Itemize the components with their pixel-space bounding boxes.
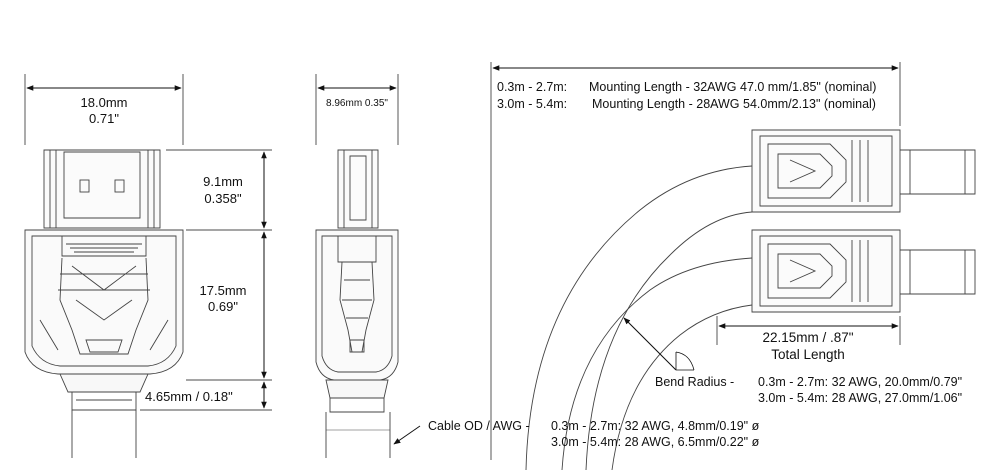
mounting-text-1: Mounting Length - 32AWG 47.0 mm/1.85" (n… bbox=[589, 80, 877, 94]
front-view-connector bbox=[24, 149, 184, 458]
cable-od-row-1: 0.3m - 2.7m: 32 AWG, 4.8mm/0.19" ø bbox=[551, 419, 760, 433]
cable-od-row-2: 3.0m - 5.4m: 28 AWG, 6.5mm/0.22" ø bbox=[551, 435, 760, 449]
cable-od-label: Cable OD / AWG - bbox=[428, 419, 530, 433]
mounting-range-2: 3.0m - 5.4m: bbox=[497, 97, 568, 111]
bend-radius-row-1: 0.3m - 2.7m: 32 AWG, 20.0mm/0.79" bbox=[758, 375, 963, 389]
total-length-label: Total Length bbox=[771, 347, 845, 362]
side-dimensions bbox=[315, 74, 421, 445]
mounting-length-row-2: 3.0m - 5.4m: Mounting Length - 28AWG 54.0… bbox=[497, 97, 876, 111]
plug-length-in: 0.358" bbox=[204, 191, 242, 206]
side-view-connector bbox=[315, 149, 399, 458]
front-dimensions bbox=[24, 74, 272, 411]
front-width-in: 0.71" bbox=[89, 111, 119, 126]
side-thickness: 8.96mm 0.35" bbox=[326, 98, 388, 109]
front-width-mm: 18.0mm bbox=[80, 95, 128, 110]
body-length-in: 0.69" bbox=[208, 299, 238, 314]
plug-length-mm: 9.1mm bbox=[203, 174, 243, 189]
body-length-mm: 17.5mm bbox=[199, 283, 247, 298]
bend-radius-row-2: 3.0m - 5.4m: 28 AWG, 27.0mm/1.06" bbox=[758, 391, 963, 405]
mounting-range-1: 0.3m - 2.7m: bbox=[497, 80, 568, 94]
boot-length: 4.65mm / 0.18" bbox=[145, 389, 233, 404]
bend-radius-label: Bend Radius - bbox=[655, 375, 735, 389]
total-length-value: 22.15mm / .87" bbox=[762, 330, 854, 345]
right-dimensions bbox=[490, 62, 901, 460]
mounting-text-2: Mounting Length - 28AWG 54.0mm/2.13" (no… bbox=[592, 97, 876, 111]
mounting-length-row-1: 0.3m - 2.7m: Mounting Length - 32AWG 47.0… bbox=[497, 80, 876, 94]
right-angle-cables bbox=[525, 129, 976, 471]
